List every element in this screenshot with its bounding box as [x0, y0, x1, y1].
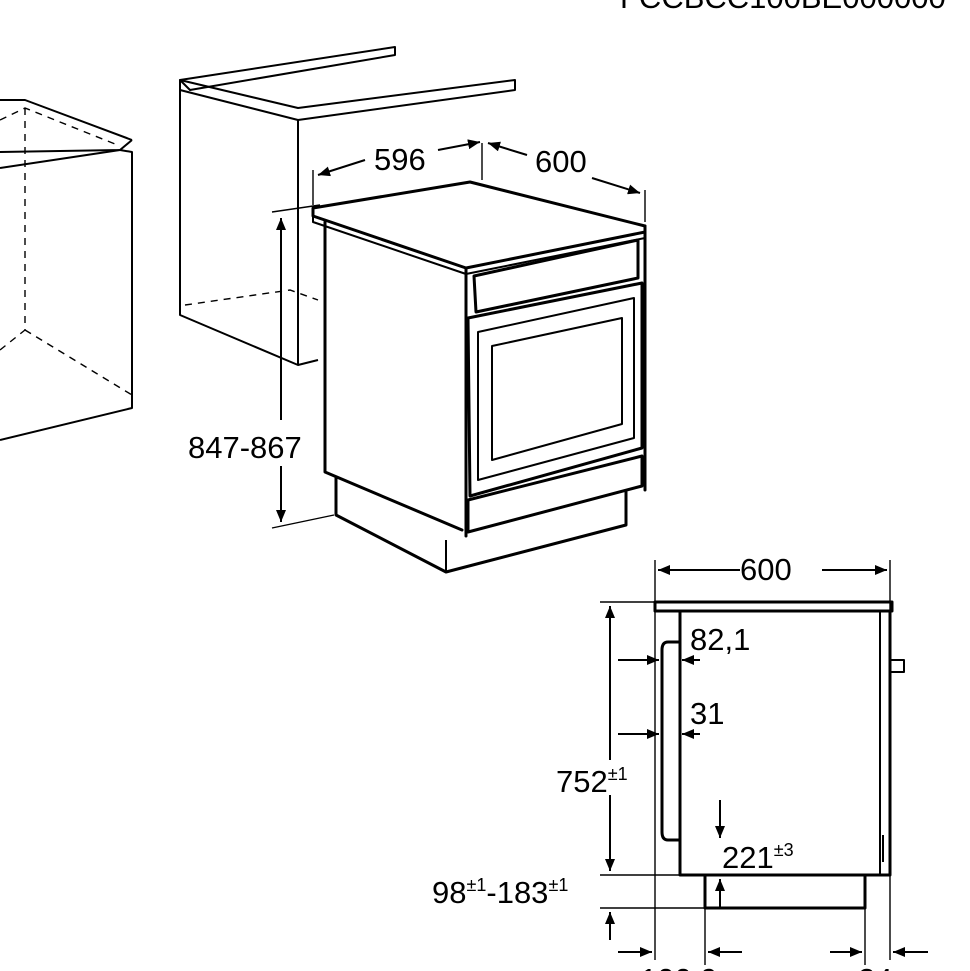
- depth-dimension-label: 600: [535, 144, 587, 179]
- bottom-left-offset-label: 100,9: [640, 962, 718, 971]
- side-depth-label: 600: [740, 552, 792, 587]
- perspective-dimensions: [271, 139, 646, 529]
- foot-value: 221: [722, 840, 774, 875]
- width-dimension-label: 596: [374, 142, 426, 177]
- cooker-perspective: [311, 180, 647, 574]
- bottom-right-offset-label: 24: [858, 962, 892, 971]
- body-height-value: 752: [556, 764, 608, 799]
- plinth-max-tolerance: ±1: [548, 875, 568, 895]
- plinth-min-value: 98: [432, 875, 466, 910]
- plinth-max-value: 183: [497, 875, 549, 910]
- left-cabinet: [0, 99, 133, 441]
- plinth-range-separator: -: [486, 875, 496, 910]
- foot-label: 221±3: [722, 840, 794, 875]
- right-cabinet: [179, 46, 516, 366]
- height-dimension-label: 847-867: [188, 430, 302, 465]
- door-offset-label: 82,1: [690, 622, 750, 657]
- plinth-range-label: 98±1-183±1: [432, 875, 568, 910]
- handle-offset-label: 31: [690, 696, 724, 731]
- foot-tolerance: ±3: [774, 840, 794, 860]
- side-view-dimensions: [600, 560, 928, 965]
- body-height-tolerance: ±1: [608, 764, 628, 784]
- model-code: FCCBCC100BE000000: [620, 0, 946, 15]
- plinth-min-tolerance: ±1: [466, 875, 486, 895]
- body-height-label: 752±1: [556, 764, 628, 799]
